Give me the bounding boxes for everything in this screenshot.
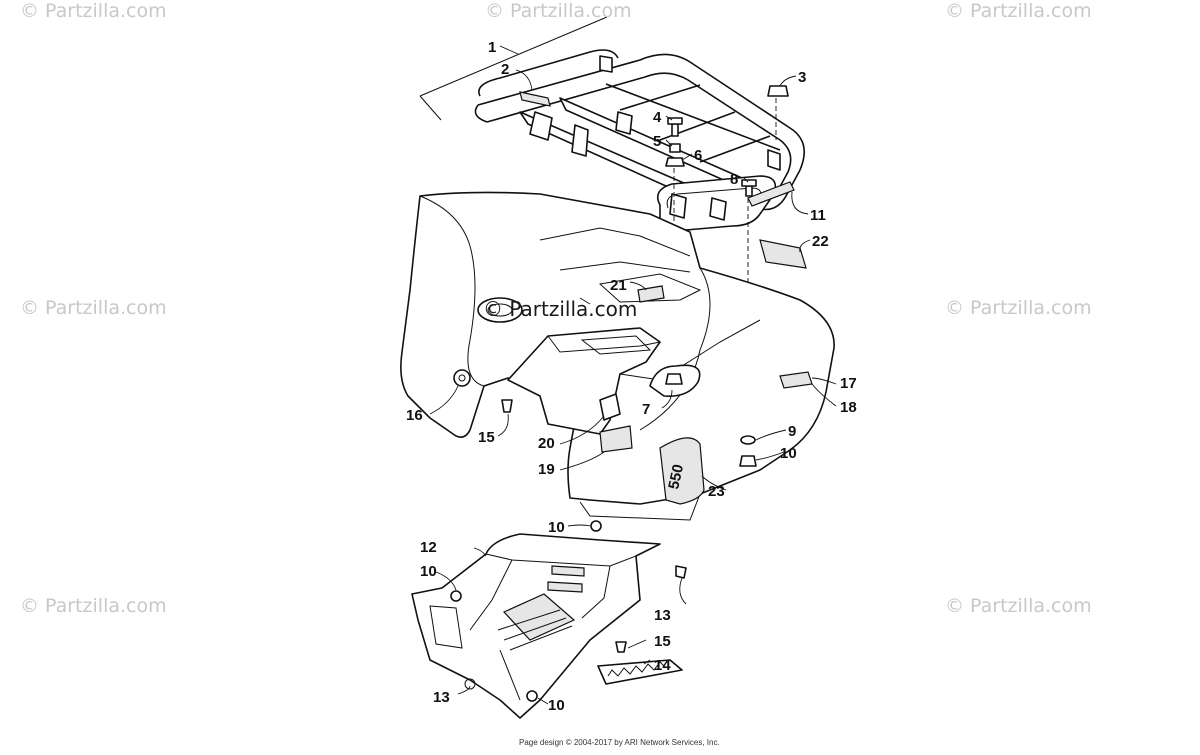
- callout-4: 4: [653, 109, 662, 126]
- model-decal-text: 550: [665, 463, 687, 491]
- watermark-bottom-right: © Partzilla.com: [945, 595, 1092, 617]
- callout-10-footwell-bottom: 10: [548, 697, 565, 714]
- callout-3: 3: [798, 69, 806, 86]
- callout-7: 7: [642, 401, 650, 418]
- rear-fender: 550: [400, 191, 835, 521]
- callout-15-fender: 15: [478, 429, 495, 446]
- decal-22: [759, 239, 807, 269]
- callout-22: 22: [812, 233, 829, 250]
- watermark-middle-left: © Partzilla.com: [20, 297, 167, 319]
- watermark-bottom-left: © Partzilla.com: [20, 595, 167, 617]
- callout-17: 17: [840, 375, 857, 392]
- callout-9: 9: [788, 423, 796, 440]
- callout-1: 1: [488, 39, 496, 56]
- hardware-3-4-5-6-8: [665, 85, 789, 430]
- callout-21: 21: [610, 277, 627, 294]
- callout-19: 19: [538, 461, 555, 478]
- callout-23: 23: [708, 483, 725, 500]
- watermark-middle-right: © Partzilla.com: [945, 297, 1092, 319]
- callout-12: 12: [420, 539, 437, 556]
- callout-14: 14: [654, 657, 671, 674]
- copyright-footer: Page design © 2004-2017 by ARI Network S…: [519, 738, 720, 747]
- footrest: [597, 641, 683, 685]
- leader-lines: [429, 45, 837, 705]
- callout-8: 8: [730, 171, 738, 188]
- callout-13-right: 13: [654, 607, 671, 624]
- callouts: 1 2 3 4 5 6 7 8 9 10 10 10 10 11 12 13 1…: [406, 39, 857, 714]
- callout-10-fender: 10: [780, 445, 797, 462]
- callout-10-footwell-top: 10: [548, 519, 565, 536]
- callout-18: 18: [840, 399, 857, 416]
- watermark-center: © Partzilla.com: [483, 297, 638, 321]
- watermark-top-left: © Partzilla.com: [20, 0, 167, 22]
- callout-6: 6: [694, 147, 702, 164]
- callout-11: 11: [810, 207, 826, 224]
- watermark-top-right: © Partzilla.com: [945, 0, 1092, 22]
- callout-2: 2: [501, 61, 509, 78]
- callout-5: 5: [653, 133, 661, 150]
- footwell: [411, 520, 687, 719]
- watermark-top-center: © Partzilla.com: [485, 0, 632, 22]
- rear-rack: [419, 16, 806, 232]
- callout-10-footwell-left: 10: [420, 563, 437, 580]
- callout-15-footrest: 15: [654, 633, 671, 650]
- callout-16: 16: [406, 407, 423, 424]
- callout-13-left: 13: [433, 689, 450, 706]
- callout-20: 20: [538, 435, 555, 452]
